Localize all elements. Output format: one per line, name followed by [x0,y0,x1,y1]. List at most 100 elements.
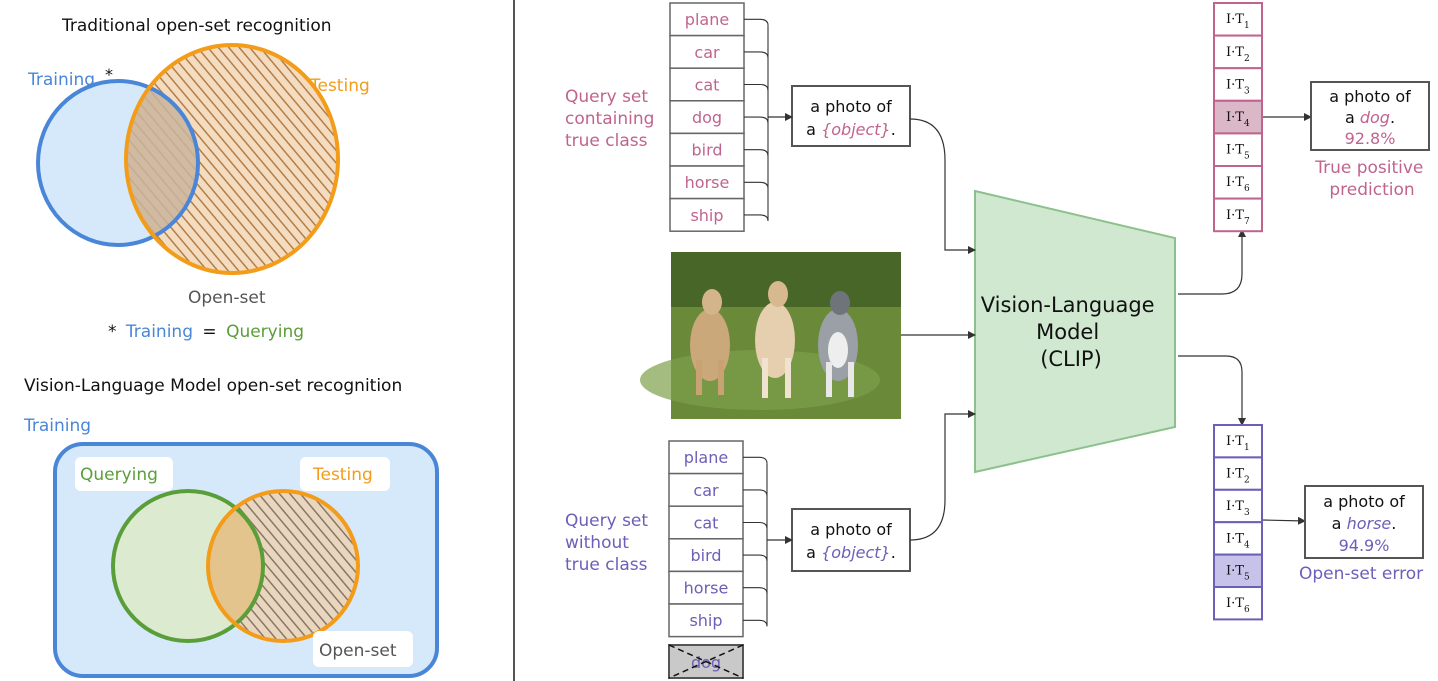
score-label: I·T5 [1226,143,1250,162]
score-cell [1213,197,1263,233]
output-true-box [1310,81,1430,151]
footnote-querying: Querying [226,322,304,342]
prompt-true-line2: a {object}. [806,120,896,139]
traditional-panel: Traditional open-set recognition Trainin… [27,16,370,342]
query-true-bracket [744,18,769,221]
vision-language-model: Vision-Language Model (CLIP) [974,189,1176,474]
output-false-caption: Open-set error [1299,564,1423,584]
output-false-pct: 94.9% [1339,536,1390,555]
bracket-tick [743,456,768,464]
class-label: plane [684,448,728,467]
score-cell [1213,553,1263,588]
dog-left [690,289,730,395]
bracket-tick [744,83,769,91]
prompt-true-line1: a photo of [810,97,892,116]
class-label: dog [692,108,722,127]
similarity-scores-false: I·T1I·T2I·T3I·T4I·T5I·T6 [1213,424,1263,621]
arrow-model-to-scores-true [1178,229,1246,295]
vlm-testing-circle [206,489,360,643]
arrow-to-output-false [1261,516,1306,525]
output-true-caption: True positive prediction [1314,158,1429,200]
bracket-tick [743,489,768,496]
dog-right [818,291,858,397]
bracket-tick [743,554,768,562]
prompt-template-false [791,508,911,572]
openset-label: Open-set [188,288,266,308]
footnote-eq: = [202,322,216,342]
footnote-star: * [108,322,117,342]
query-false-label: Query set without true class [565,511,653,575]
class-label: ship [690,206,723,225]
class-cell [668,472,744,507]
score-label: I·T5 [1226,564,1250,583]
score-label: I·T1 [1226,434,1250,453]
querying-label: Querying [80,465,158,485]
class-label: bird [691,141,722,160]
class-label: car [693,481,719,500]
training-star: * [105,65,113,84]
model-label: Vision-Language Model (CLIP) [981,293,1162,371]
score-label: I·T3 [1226,499,1250,518]
class-cell [669,67,745,102]
model-trapezoid [974,189,1176,474]
bracket-tick [744,181,769,189]
output-false: a photo of a horse. 94.9% Open-set error [1299,485,1424,584]
query-set-true: Query set containing true class planecar… [565,2,911,232]
input-image [640,252,901,419]
arrow-prompt-false-to-model [909,410,976,541]
score-label: I·T7 [1226,208,1250,227]
bracket-tick [743,521,768,529]
score-cell [1213,132,1263,167]
bracket-tick [744,116,769,124]
footnote-training: Training [125,322,193,342]
class-label: car [694,43,720,62]
query-false-bracket [743,456,768,627]
class-cell [669,132,745,167]
class-label: cat [694,513,719,532]
score-cell [1213,34,1263,70]
cross-line-2 [668,644,744,679]
class-cell [668,570,744,605]
bracket-tick [744,214,769,221]
class-label: ship [689,611,722,630]
class-cell [669,197,745,232]
class-label: horse [684,579,729,598]
removed-dog-cell: dog [668,644,744,679]
testing-circle [124,43,340,275]
output-true-pct: 92.8% [1345,129,1396,148]
class-label: plane [685,10,729,29]
query-set-false: Query set without true class plane car cat… [565,440,911,679]
output-false-box [1304,485,1424,559]
training-circle [36,79,200,247]
bracket-tick [744,51,769,58]
output-true: a photo of a dog. 92.8% True positive pr… [1310,81,1430,200]
querying-tag [75,457,173,491]
score-cell [1213,488,1263,524]
vlm-overlap [208,491,263,641]
traditional-title: Traditional open-set recognition [61,16,332,36]
score-label: I·T1 [1226,12,1250,31]
querying-circle [111,489,265,643]
bracket-tick [744,18,769,26]
openset-tag [313,631,413,667]
prompt-template-true [791,85,911,147]
testing-tag [300,457,390,491]
score-label: I·T4 [1226,110,1250,129]
class-cell [668,538,744,573]
vlm-training-label: Training [23,416,91,436]
vlm-openset-label: Open-set [319,641,397,661]
class-label: cat [695,75,720,94]
class-cell [669,2,745,37]
dog-middle [755,281,795,398]
output-true-line1: a photo of [1329,87,1411,106]
score-label: I·T3 [1226,77,1250,96]
score-cell [1213,456,1263,491]
output-true-line2: a dog. [1345,108,1395,127]
score-cell [1213,586,1263,621]
arrow-model-to-scores-false [1178,355,1246,426]
similarity-scores-true: I·T1I·T2I·T3I·T4I·T5I·T6I·T7 [1213,2,1263,233]
output-false-line2: a horse. [1332,514,1397,533]
bracket-tick [744,149,769,156]
